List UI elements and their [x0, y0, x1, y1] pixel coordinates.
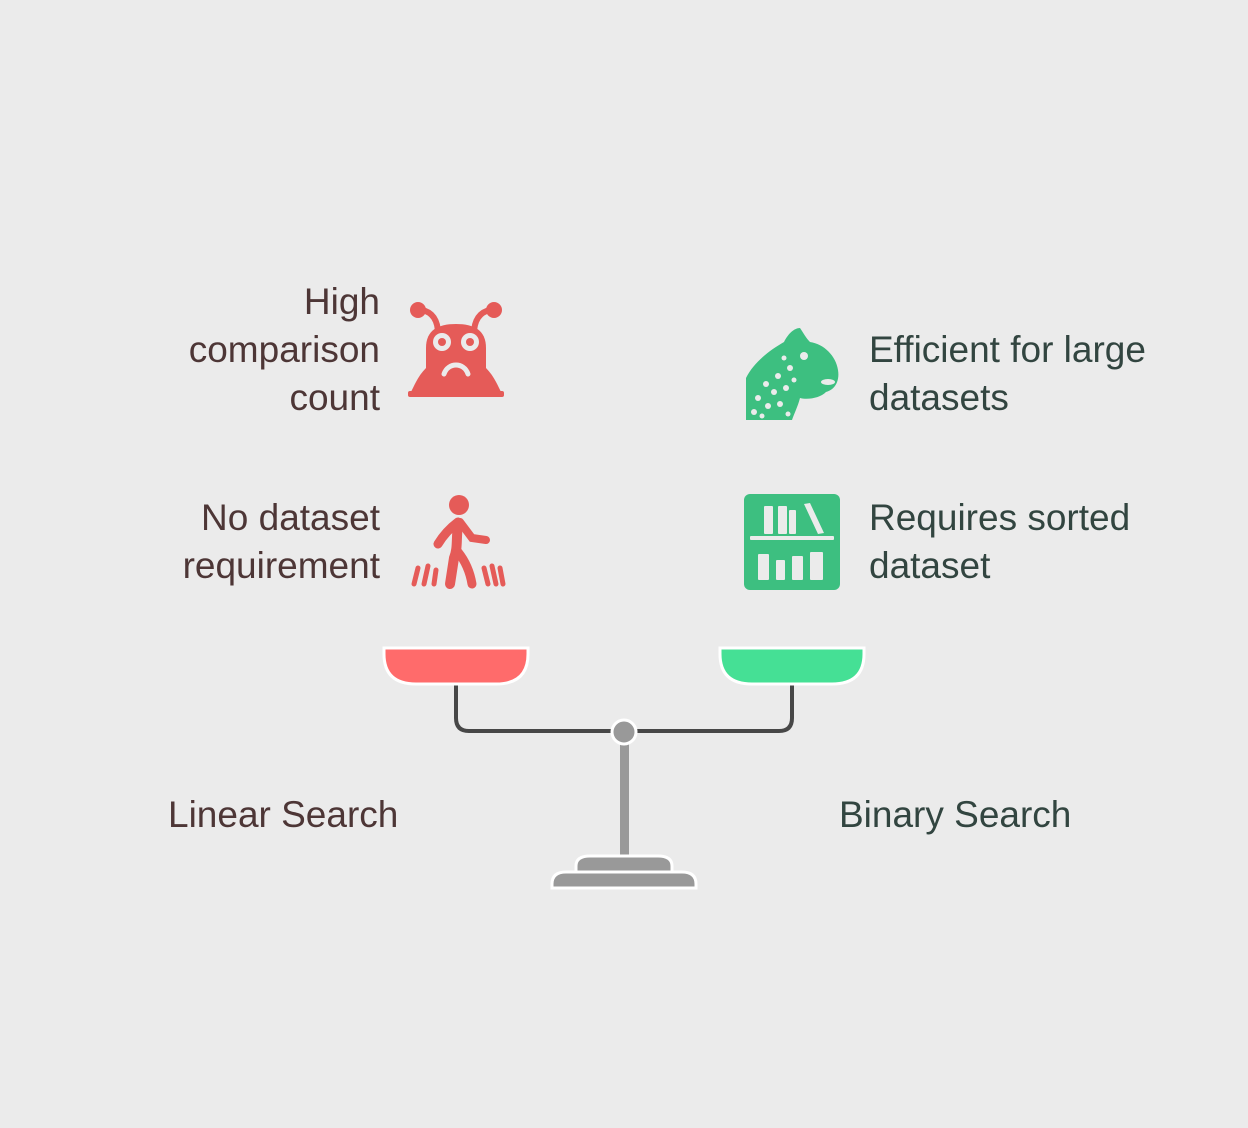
- left-point-2-text: No dataset requirement: [182, 497, 380, 586]
- person-walking-on-grass-icon: [411, 495, 506, 589]
- left-point-1-text: High comparison count: [188, 281, 380, 418]
- right-pan: [718, 646, 866, 686]
- scale-base-top: [574, 854, 674, 876]
- left-pan: [382, 646, 530, 686]
- right-point-1-text: Efficient for large datasets: [869, 329, 1146, 418]
- right-point-2-text: Requires sorted dataset: [869, 497, 1131, 586]
- scale-pivot: [610, 718, 638, 746]
- scale-base-bottom: [550, 870, 698, 890]
- cheetah-icon: [746, 328, 839, 420]
- scale-pole: [620, 742, 629, 858]
- frustrated-monster-icon: [408, 302, 504, 397]
- right-title: Binary Search: [839, 794, 1072, 835]
- left-title: Linear Search: [168, 794, 399, 835]
- bookshelf-icon: [744, 494, 840, 590]
